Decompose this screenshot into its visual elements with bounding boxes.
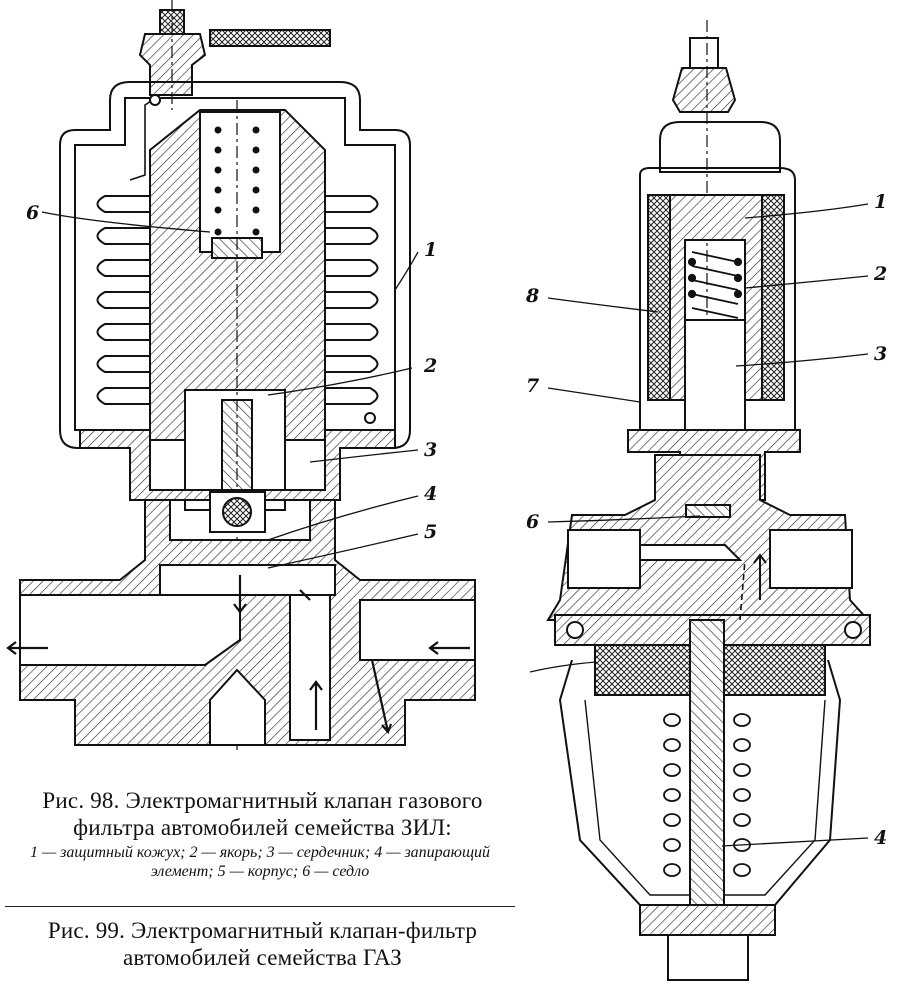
protective-cover: [59, 81, 411, 449]
label-6-fig98: 6: [26, 202, 39, 224]
coil-cap: [659, 121, 781, 173]
label-1-fig98: 1: [424, 239, 437, 261]
valve-body: [19, 499, 476, 746]
terminal-wire: [209, 29, 331, 47]
label-4-fig99: 4: [874, 827, 887, 849]
caption-divider: [5, 906, 515, 907]
label-2-fig98: 2: [423, 355, 437, 377]
flow-arrows: [6, 575, 470, 735]
label-4-fig98: 4: [424, 483, 437, 505]
drain-nut: [667, 934, 749, 981]
label-1-fig99: 1: [874, 191, 887, 213]
coil-housing: [639, 167, 796, 431]
figure-99-caption: Рис. 99. Электромагнитный клапан-фильтр …: [47, 918, 478, 970]
center-rod: [689, 619, 725, 941]
terminal-pin: [689, 37, 719, 69]
figure-98-caption: Рис. 98. Электромагнитный клапан газовог…: [42, 788, 483, 840]
label-8-fig99: 8: [525, 285, 539, 307]
label-6-fig99: 6: [526, 511, 539, 533]
label-3-fig99: 3: [874, 343, 887, 365]
figure-98-legend: 1 — защитный кожух; 2 — якорь; 3 — серде…: [29, 844, 491, 880]
core-spring: [687, 251, 743, 319]
label-5-fig98: 5: [424, 521, 437, 543]
figure-98-labels: 6 1 2 3 4 5: [26, 202, 437, 569]
label-3-fig98: 3: [424, 439, 437, 461]
label-7-fig99: 7: [526, 375, 539, 397]
label-2-fig99: 2: [873, 263, 887, 285]
bowl-spring: [663, 713, 751, 877]
figure-98-drawing: [6, 0, 476, 750]
figure-99-labels: 1 2 8 3 7 6 4: [525, 191, 887, 849]
figure-99-drawing: [546, 20, 871, 981]
coil-windings: [96, 195, 379, 405]
spring: [214, 126, 260, 236]
